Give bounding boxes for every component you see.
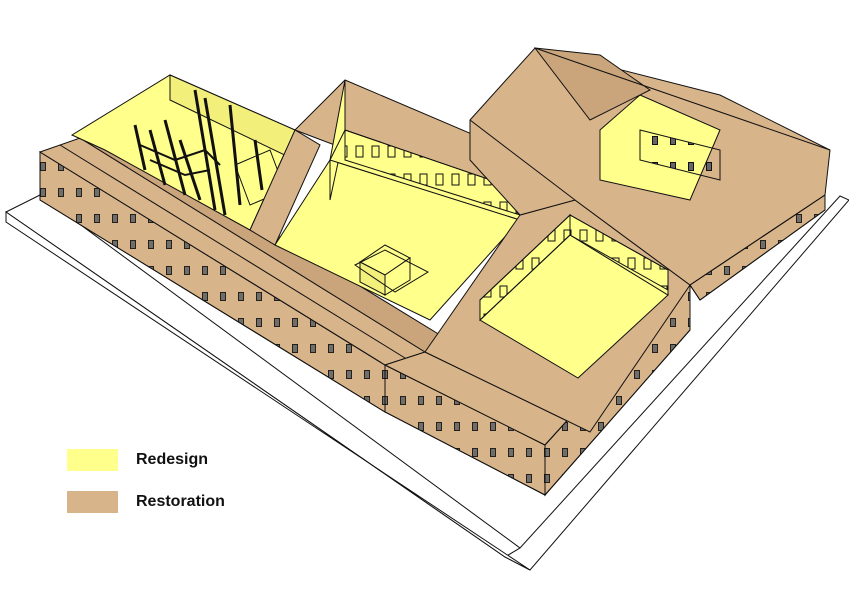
legend-item-restoration: Restoration xyxy=(67,488,225,516)
north-east-wing xyxy=(469,47,831,301)
central-courtyard xyxy=(249,79,577,321)
ground-platform xyxy=(5,194,849,571)
legend-label-redesign: Redesign xyxy=(136,451,209,468)
legend: Redesign Restoration xyxy=(67,446,225,530)
right-courtyard xyxy=(424,199,691,433)
legend-label-restoration: Restoration xyxy=(136,493,225,510)
redesign-atrium xyxy=(70,74,296,231)
legend-item-redesign: Redesign xyxy=(67,446,225,474)
redesign-swatch xyxy=(67,449,118,471)
restoration-swatch xyxy=(67,491,118,513)
